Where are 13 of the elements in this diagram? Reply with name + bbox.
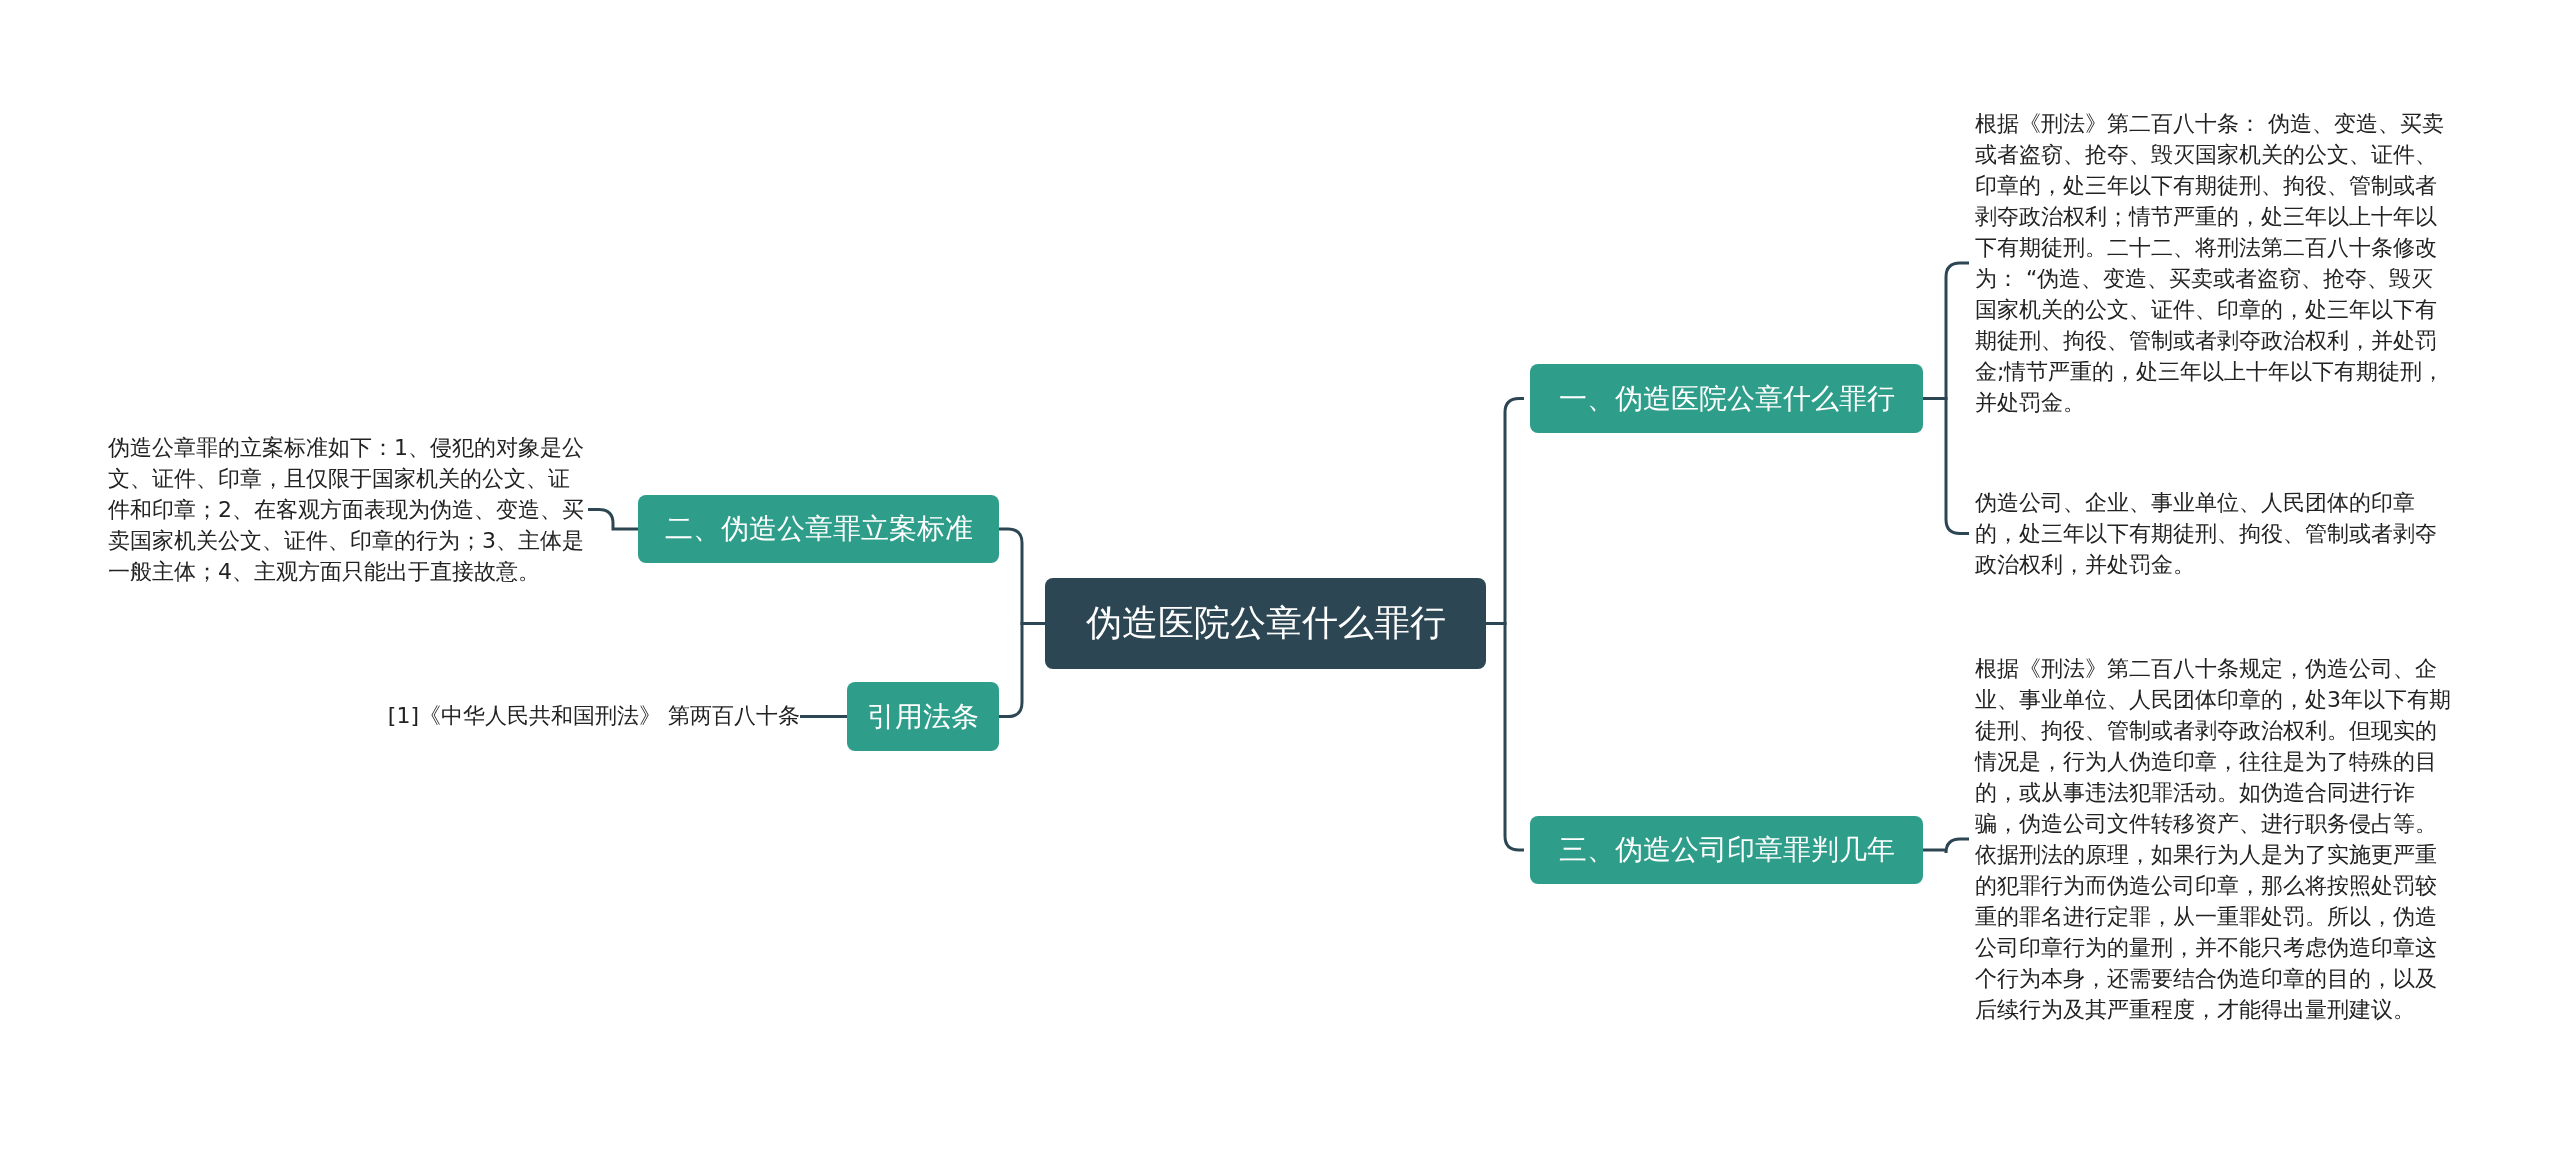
- note-text: 伪造公章罪的立案标准如下：1、侵犯的对象是公文、证件、印章，且仅限于国家机关的公文、证件和印章；2、在客观方面表现为伪造、变造、买卖国家机关公文、证件、印章的行为；3、主体是一般主体；4、主观方面只能出于直接故意。: [108, 432, 588, 587]
- central-topic-box: 伪造医院公章什么罪行: [1045, 578, 1486, 669]
- connector-line: [1923, 837, 1969, 855]
- topic-box: 二、伪造公章罪立案标准: [638, 495, 999, 563]
- connector-line: [588, 508, 638, 531]
- connector-line: [800, 715, 847, 718]
- note-text: 根据《刑法》第二百八十条： 伪造、变造、买卖或者盗窃、抢夺、毁灭国家机关的公文、证件、印章的，处三年以下有期徒刑、拘役、管制或者剥夺政治权利；情节严重的，处三年以上十年以下有期徒刑。二十二、将刑法第二百八十条修改为： “伪造、变造、买卖或者盗窃、抢夺、毁灭国家机关的公文、证件、印章的，处三年以下有期徒刑、拘役、管制或者剥夺政治权利，并处罚金;情节严重的，处三年以上十年以下有期徒刑，并处罚金。: [1975, 108, 2455, 418]
- note-text: 根据《刑法》第二百八十条规定，伪造公司、企业、事业单位、人民团体印章的，处3年以下有期徒刑、拘役、管制或者剥夺政治权利。但现实的情况是，行为人伪造印章，往往是为了特殊的目的，或从事违法犯罪活动。如伪造合同进行诈骗，伪造公司文件转移资产、进行职务侵占等。依据刑法的原理，如果行为人是为了实施更严重的犯罪行为而伪造公司印章，那么将按照处罚较重的罪名进行定罪，从一重罪处罚。所以，伪造公司印章行为的量刑，并不能只考虑伪造印章这个行为本身，还需要结合伪造印章的目的，以及后续行为及其严重程度，才能得出量刑建议。: [1975, 653, 2455, 1025]
- note-text: 伪造公司、企业、事业单位、人民团体的印章的，处三年以下有期徒刑、拘役、管制或者剥夺政治权利，并处罚金。: [1975, 487, 2455, 580]
- topic-box: 三、伪造公司印章罪判几年: [1530, 816, 1923, 884]
- topic-box: 引用法条: [847, 682, 999, 751]
- note-text: [1]《中华人民共和国刑法》 第两百八十条: [340, 700, 800, 731]
- topic-box: 一、伪造医院公章什么罪行: [1530, 364, 1923, 433]
